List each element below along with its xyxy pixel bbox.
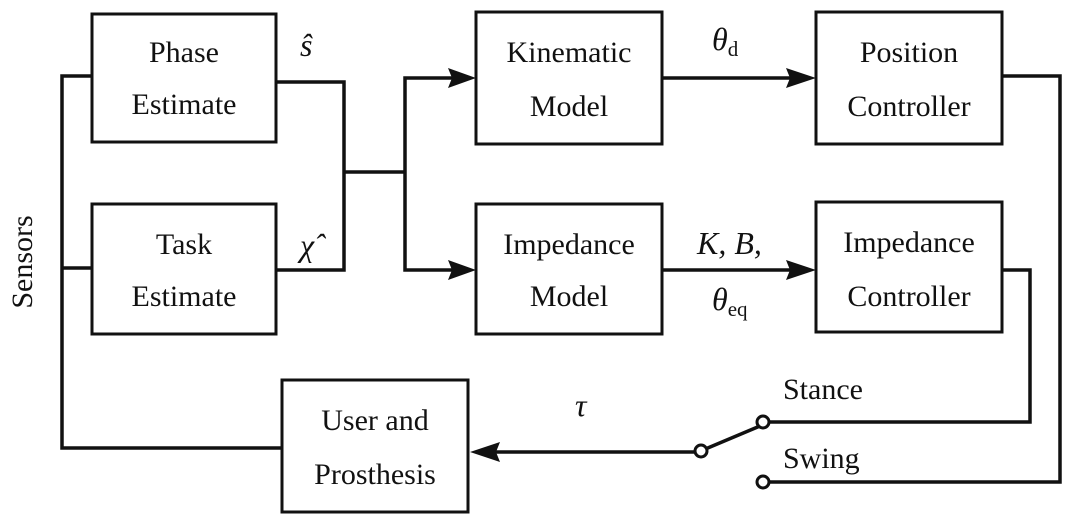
arrow-to-user-prosthesis: [470, 442, 500, 462]
theta-d-label: θd: [712, 21, 739, 61]
to-impedance-model-wire: [403, 172, 460, 272]
stance-terminal: [755, 414, 771, 430]
stance-label: Stance: [783, 373, 863, 406]
impedance-params-label: K, B,: [696, 225, 762, 261]
phase-estimate-label-line1: Phase: [149, 36, 219, 69]
task-estimate-label-line2: Estimate: [132, 280, 237, 313]
task-estimate-symbol: χ̂: [297, 227, 326, 263]
user-prosthesis-block: User and Prosthesis: [280, 378, 470, 514]
impedance-controller-block: Impedance Controller: [814, 200, 1004, 334]
phase-estimate-symbol: ŝ: [300, 27, 313, 63]
position-controller-label-line1: Position: [860, 36, 958, 69]
task-estimate-block: Task Estimate: [90, 202, 278, 336]
impedance-controller-label-line1: Impedance: [843, 226, 975, 259]
user-prosthesis-label-line2: Prosthesis: [314, 458, 436, 491]
impedance-model-block: Impedance Model: [474, 202, 664, 336]
torque-label: τ: [575, 387, 588, 423]
theta-eq-label: θeq: [712, 281, 748, 321]
impedance-model-label-line2: Model: [530, 280, 608, 313]
arrow-to-impedance-controller: [786, 260, 816, 280]
user-prosthesis-label-line1: User and: [321, 404, 428, 437]
phase-estimate-label-line2: Estimate: [132, 88, 237, 121]
switch-blade: [702, 424, 761, 452]
to-kinematic-wire: [403, 76, 460, 172]
sensor-bus-wire: [60, 74, 282, 450]
impedance-model-label-line1: Impedance: [503, 228, 635, 261]
impedance-controller-label-line2: Controller: [847, 280, 970, 313]
kinematic-model-label-line2: Model: [530, 90, 608, 123]
position-controller-label-line2: Controller: [847, 90, 970, 123]
swing-terminal: [755, 474, 771, 490]
position-controller-output-wire: [769, 74, 1062, 484]
swing-label: Swing: [783, 442, 860, 475]
task-estimate-label-line1: Task: [156, 228, 212, 261]
impedance-controller-output-wire: [769, 268, 1032, 424]
switch-pivot: [693, 443, 709, 459]
arrow-to-impedance-model: [448, 260, 476, 280]
phase-estimate-block: Phase Estimate: [90, 12, 278, 144]
arrow-to-kinematic: [448, 68, 476, 88]
phase-output-wire: [276, 80, 346, 272]
position-controller-block: Position Controller: [814, 10, 1004, 146]
kinematic-model-block: Kinematic Model: [474, 10, 664, 146]
arrow-to-position-controller: [786, 68, 816, 88]
sensors-label: Sensors: [6, 215, 39, 308]
kinematic-model-label-line1: Kinematic: [507, 36, 632, 69]
